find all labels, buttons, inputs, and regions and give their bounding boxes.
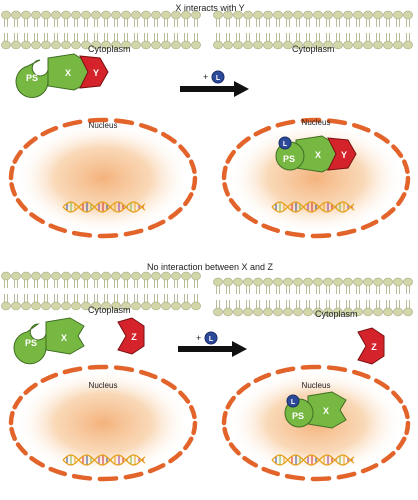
lipid-bilayer: [1, 10, 201, 50]
x-label: X: [61, 333, 67, 343]
z-label: Z: [131, 332, 137, 342]
ps-label: PS: [25, 338, 37, 348]
dna-helix: [271, 201, 355, 213]
nucleus-label: Nucleus: [302, 381, 331, 390]
dna-helix: [271, 454, 355, 466]
ligand-label: L: [283, 141, 288, 148]
nucleus-label: Nucleus: [89, 121, 118, 130]
y-label: Y: [93, 68, 99, 78]
x-label: X: [315, 150, 321, 160]
nucleus-label: Nucleus: [89, 381, 118, 390]
arrow-right-icon: [178, 341, 247, 357]
l-ps-x-complex: L PS X: [284, 391, 347, 429]
ps-label: PS: [283, 154, 295, 164]
ligand-icon: [286, 394, 300, 408]
title-top: X interacts with Y: [175, 3, 244, 13]
ps-domain: [13, 323, 47, 365]
y-label: Y: [341, 150, 347, 160]
dna-helix: [62, 201, 146, 213]
cytoplasm-label: Cytoplasm: [292, 44, 335, 54]
ps-x-y-complex: PS X Y: [15, 53, 109, 98]
ligand-icon: [211, 70, 225, 84]
arrow-right-icon: [180, 81, 249, 97]
arrow-add-ligand-top: + L: [180, 70, 249, 97]
ligand-label: L: [291, 399, 296, 406]
x-label: X: [65, 68, 71, 78]
nucleus-top-right: Nucleus: [221, 117, 411, 239]
nucleus-top-left: Nucleus: [8, 117, 198, 239]
plus-sign: +: [203, 72, 208, 82]
dna-helix: [62, 454, 146, 466]
ps-label: PS: [292, 411, 304, 421]
lipid-bilayer: [213, 10, 413, 50]
membrane-layer: [1, 10, 413, 317]
cytoplasm-label: Cytoplasm: [88, 305, 131, 315]
title-bottom: No interaction between X and Z: [147, 262, 274, 272]
ps-domain: [15, 59, 49, 98]
cytoplasm-label: Cytoplasm: [88, 44, 131, 54]
x-domain: [307, 391, 347, 429]
z-protein: Z: [117, 317, 145, 355]
y-protein: [327, 137, 357, 171]
x-domain: [45, 317, 85, 355]
nucleus-label: Nucleus: [302, 118, 331, 127]
z-protein: Z: [357, 327, 385, 365]
l-ps-x-y-complex: L PS X Y: [275, 135, 357, 173]
cytoplasm-label: Cytoplasm: [315, 309, 358, 319]
lipid-bilayer: [1, 271, 201, 311]
ligand-label: L: [209, 336, 214, 343]
ligand-icon: [278, 136, 292, 150]
ligand-label: L: [216, 75, 221, 82]
plus-sign: +: [196, 333, 201, 343]
lipid-bilayer: [213, 277, 413, 317]
arrow-add-ligand-bottom: + L: [178, 331, 247, 357]
ps-label: PS: [26, 73, 38, 83]
ps-x-complex: PS X: [13, 317, 85, 365]
y-protein: [79, 55, 109, 89]
nucleus-bottom-left: Nucleus: [8, 364, 198, 482]
z-label: Z: [371, 342, 377, 352]
x-label: X: [323, 406, 329, 416]
ligand-icon: [204, 331, 218, 345]
